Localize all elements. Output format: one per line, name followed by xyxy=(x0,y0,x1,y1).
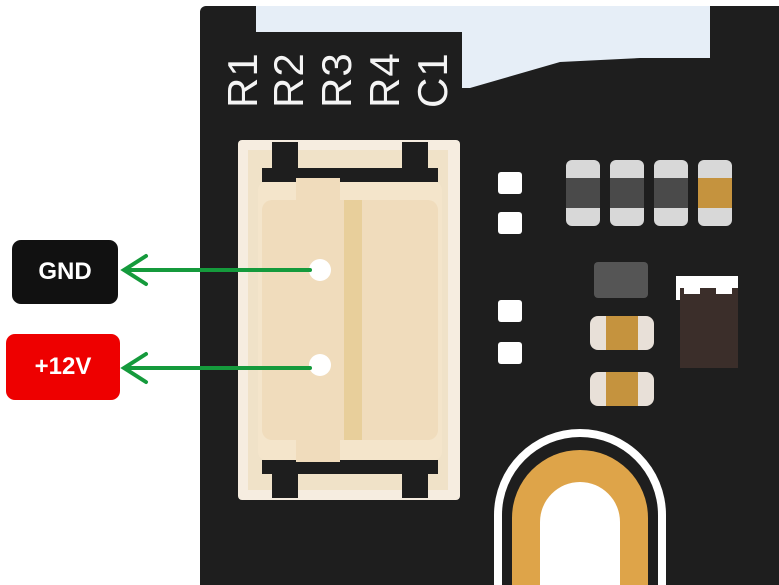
capacitor xyxy=(590,316,654,350)
pad xyxy=(498,342,522,364)
jst-connector xyxy=(238,140,460,500)
refdes-c1: C1 xyxy=(409,52,456,108)
power-arrow xyxy=(120,352,312,384)
connector-pin-gnd xyxy=(309,259,331,281)
refdes-r1: R1 xyxy=(219,52,266,108)
capacitor-c1 xyxy=(698,160,732,226)
mosfet xyxy=(676,276,738,368)
gnd-arrow xyxy=(120,254,312,286)
resistor-r2 xyxy=(610,160,644,226)
silkscreen-window xyxy=(256,6,710,88)
gnd-label: GND xyxy=(12,240,118,304)
small-ic xyxy=(594,262,648,298)
connector-pin-power xyxy=(309,354,331,376)
resistor-r1 xyxy=(566,160,600,226)
refdes-r4: R4 xyxy=(361,52,408,108)
power-label: +12V xyxy=(6,334,120,400)
refdes-r3: R3 xyxy=(313,52,360,108)
pad xyxy=(498,172,522,194)
capacitor xyxy=(590,372,654,406)
pad xyxy=(498,212,522,234)
pad xyxy=(498,300,522,322)
resistor-r3 xyxy=(654,160,688,226)
refdes-r2: R2 xyxy=(265,52,312,108)
mounting-slot xyxy=(494,429,666,585)
